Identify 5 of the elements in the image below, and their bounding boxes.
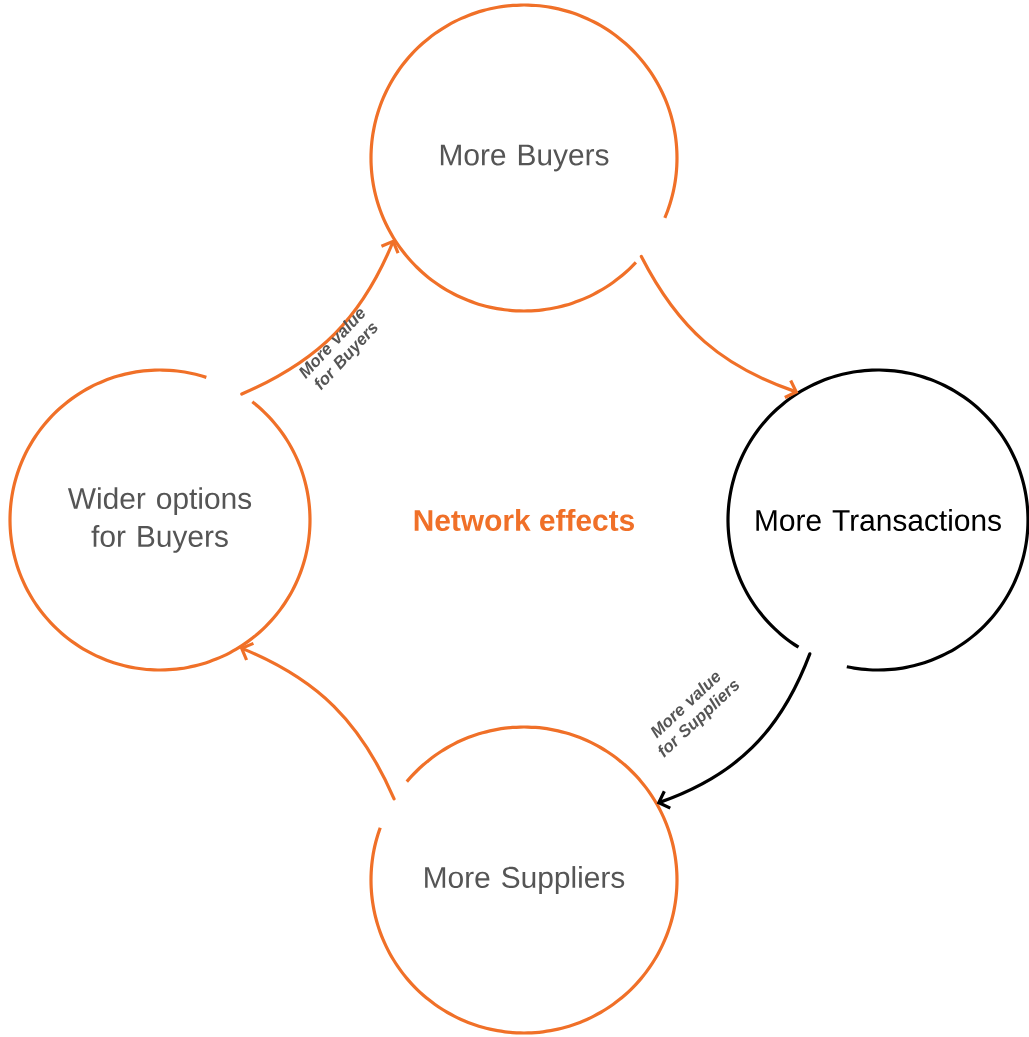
curved-arrow xyxy=(239,641,396,801)
curved-arrow xyxy=(656,652,812,810)
title: Network effects xyxy=(414,509,634,531)
curved-arrow xyxy=(639,254,799,399)
curved-arrow xyxy=(240,239,400,396)
